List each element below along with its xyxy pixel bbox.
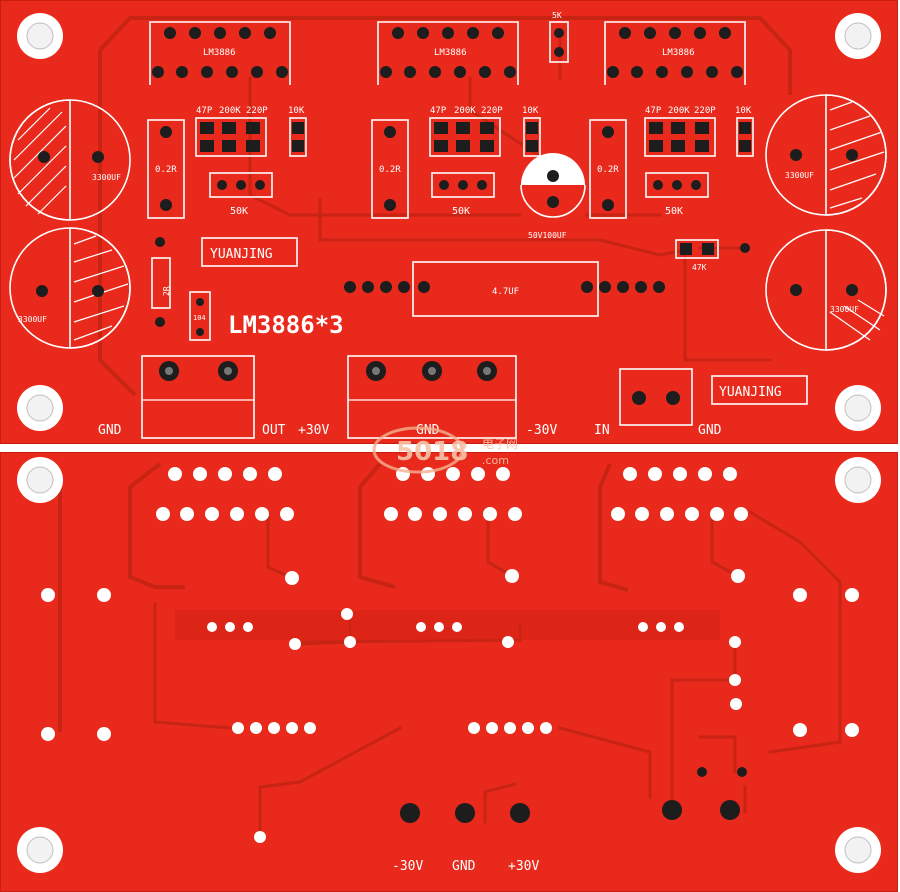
label-gnd: GND: [416, 423, 440, 438]
smd-label-10k: 10K: [735, 106, 752, 116]
ic-footprint-right: LM3886: [604, 21, 746, 85]
top-board-artwork: LM3886 LM3886 LM3886 5K 47P 200K 220P 10…: [9, 11, 887, 439]
bottom-board-artwork: -30V GND +30V: [17, 457, 881, 874]
mounting-holes-top: [17, 13, 881, 431]
mounting-hole: [17, 827, 63, 873]
smd-label-220p: 220P: [481, 106, 503, 116]
bulk-cap-label: 3300UF: [830, 305, 859, 314]
brand-label: YUANJING: [719, 385, 782, 400]
mounting-hole: [835, 385, 881, 431]
label-neg: -30V: [526, 423, 557, 438]
cap-small-label: 50V100UF: [528, 231, 567, 240]
label-gnd: GND: [452, 859, 476, 874]
bulk-cap-label: 3300UF: [785, 171, 814, 180]
smd-label-10k: 10K: [288, 106, 305, 116]
mounting-holes-bottom: [17, 457, 881, 873]
trimmer-5k: 5K: [549, 11, 569, 63]
pot-label: 50K: [230, 206, 248, 217]
smd-label-47p: 47P: [196, 106, 213, 116]
board-title: LM3886*3: [228, 311, 344, 339]
bulk-cap-bottom-left: 3300UF: [9, 227, 131, 349]
sense-label: 0.2R: [597, 165, 619, 175]
film-cap: 4.7UF: [344, 261, 665, 317]
film-cap-label: 4.7UF: [492, 287, 519, 297]
smd-label-47p: 47P: [430, 106, 447, 116]
bottom-terminal-labels: -30V GND +30V: [392, 859, 539, 874]
res-47k: 47K: [675, 239, 750, 272]
mounting-hole: [835, 457, 881, 503]
brand-box-left: YUANJING: [201, 237, 298, 267]
pot-label: 50K: [452, 206, 470, 217]
smd-row-right: 47P 200K 220P 10K: [644, 106, 754, 157]
mounting-hole: [17, 457, 63, 503]
smd-label-200k: 200K: [454, 106, 476, 116]
brand-box-right: YUANJING: [711, 375, 808, 405]
mounting-hole: [835, 13, 881, 59]
res-47k-label: 47K: [692, 263, 707, 272]
mounting-hole: [17, 385, 63, 431]
bottom-pads: [41, 467, 859, 843]
smd-label-10k: 10K: [522, 106, 539, 116]
sense-resistor-left: 0.2R: [147, 119, 185, 219]
smd-label-47p: 47P: [645, 106, 662, 116]
label-neg: -30V: [392, 859, 423, 874]
chip-label-center: LM3886: [434, 48, 467, 58]
pot-center: 50K: [431, 172, 495, 217]
pot-label: 50K: [665, 206, 683, 217]
label-gnd: GND: [98, 423, 122, 438]
trimmer-label: 5K: [552, 11, 562, 20]
bulk-cap-label: 3300UF: [92, 173, 121, 182]
cap-50v100uf: 50V100UF: [520, 153, 586, 240]
terminal-out: [141, 355, 255, 439]
res-2r-label: 2R: [162, 286, 171, 296]
smd-label-200k: 200K: [668, 106, 690, 116]
pot-right: 50K: [645, 172, 709, 217]
chip-label-right: LM3886: [662, 48, 695, 58]
cap-104: 104: [189, 291, 211, 341]
smd-label-220p: 220P: [694, 106, 716, 116]
ic-footprint-left: LM3886: [149, 21, 291, 85]
sense-label: 0.2R: [155, 165, 177, 175]
bulk-cap-top-left: 3300UF: [9, 99, 131, 221]
mounting-hole: [835, 827, 881, 873]
bulk-cap-label: 3300UF: [18, 315, 47, 324]
smd-row-left: 47P 200K 220P 10K: [195, 106, 307, 157]
pot-left: 50K: [209, 172, 273, 217]
sense-label: 0.2R: [379, 165, 401, 175]
sense-resistor-right: 0.2R: [589, 119, 627, 219]
bottom-large-pads: [400, 767, 747, 823]
bottom-traces: [58, 462, 842, 839]
label-gnd: GND: [698, 423, 722, 438]
label-out: OUT: [262, 423, 286, 438]
terminal-in: [619, 368, 693, 426]
chip-label-left: LM3886: [203, 48, 236, 58]
sense-resistor-center: 0.2R: [371, 119, 409, 219]
mounting-hole: [17, 13, 63, 59]
bulk-cap-bottom-right: 3300UF: [765, 229, 887, 351]
res-2r: 2R: [151, 237, 171, 327]
smd-row-center: 47P 200K 220P 10K: [429, 106, 541, 157]
ic-footprint-center: LM3886: [377, 21, 519, 85]
label-pos: +30V: [508, 859, 539, 874]
bulk-cap-top-right: 3300UF: [765, 94, 887, 216]
brand-label: YUANJING: [210, 247, 273, 262]
label-pos: +30V: [298, 423, 329, 438]
pcb-top-side: LM3886 LM3886 LM3886 5K 47P 200K 220P 10…: [0, 0, 898, 444]
pcb-bottom-side: -30V GND +30V: [0, 452, 898, 892]
label-in: IN: [594, 423, 610, 438]
cap-104-label: 104: [193, 314, 206, 322]
smd-label-220p: 220P: [246, 106, 268, 116]
smd-label-200k: 200K: [219, 106, 241, 116]
